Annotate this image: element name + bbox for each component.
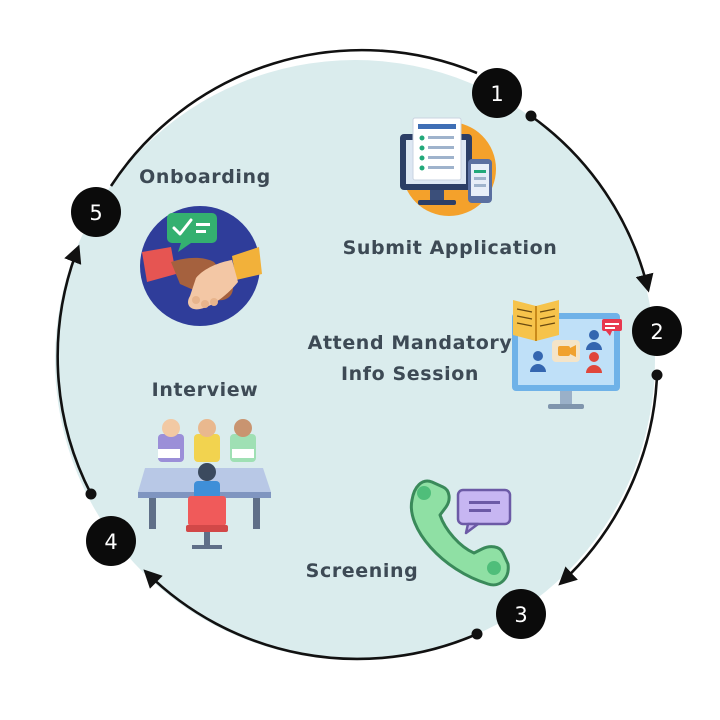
arrow-2-to-3 <box>558 374 659 586</box>
step-label-4: Interview <box>152 379 259 401</box>
interview-panel-icon <box>138 419 271 549</box>
step-badge-1: 1 <box>472 68 522 118</box>
arrow-4-to-5 <box>56 244 93 495</box>
step-label-2-line-1: Attend Mandatory <box>308 332 513 354</box>
tail-dot-4 <box>85 488 97 500</box>
tail-dot-2 <box>651 369 663 381</box>
step-number-1: 1 <box>490 82 503 106</box>
step-label-3: Screening <box>306 560 419 582</box>
step-badge-5: 5 <box>71 187 121 237</box>
phone-call-icon <box>409 479 512 587</box>
step-label-1: Submit Application <box>343 237 558 259</box>
arrow-5-to-1 <box>109 48 478 187</box>
computer-form-icon <box>400 117 496 216</box>
handshake-icon <box>140 206 262 326</box>
step-badge-4: 4 <box>86 516 136 566</box>
tail-dot-3 <box>471 628 483 640</box>
step-number-5: 5 <box>89 201 102 225</box>
step-label-5: Onboarding <box>139 166 271 188</box>
step-label-2-line-2: Info Session <box>341 363 479 385</box>
tail-dot-1 <box>525 110 537 122</box>
cycle-arrows <box>56 48 659 661</box>
video-session-icon <box>512 300 622 409</box>
step-number-3: 3 <box>514 603 527 627</box>
step-number-4: 4 <box>104 530 117 554</box>
step-badge-2: 2 <box>632 306 682 356</box>
arrow-tail-dots <box>85 110 663 640</box>
arrow-1-to-2 <box>530 114 654 293</box>
step-badge-3: 3 <box>496 589 546 639</box>
arrow-3-to-4 <box>143 569 478 661</box>
step-number-2: 2 <box>650 320 663 344</box>
